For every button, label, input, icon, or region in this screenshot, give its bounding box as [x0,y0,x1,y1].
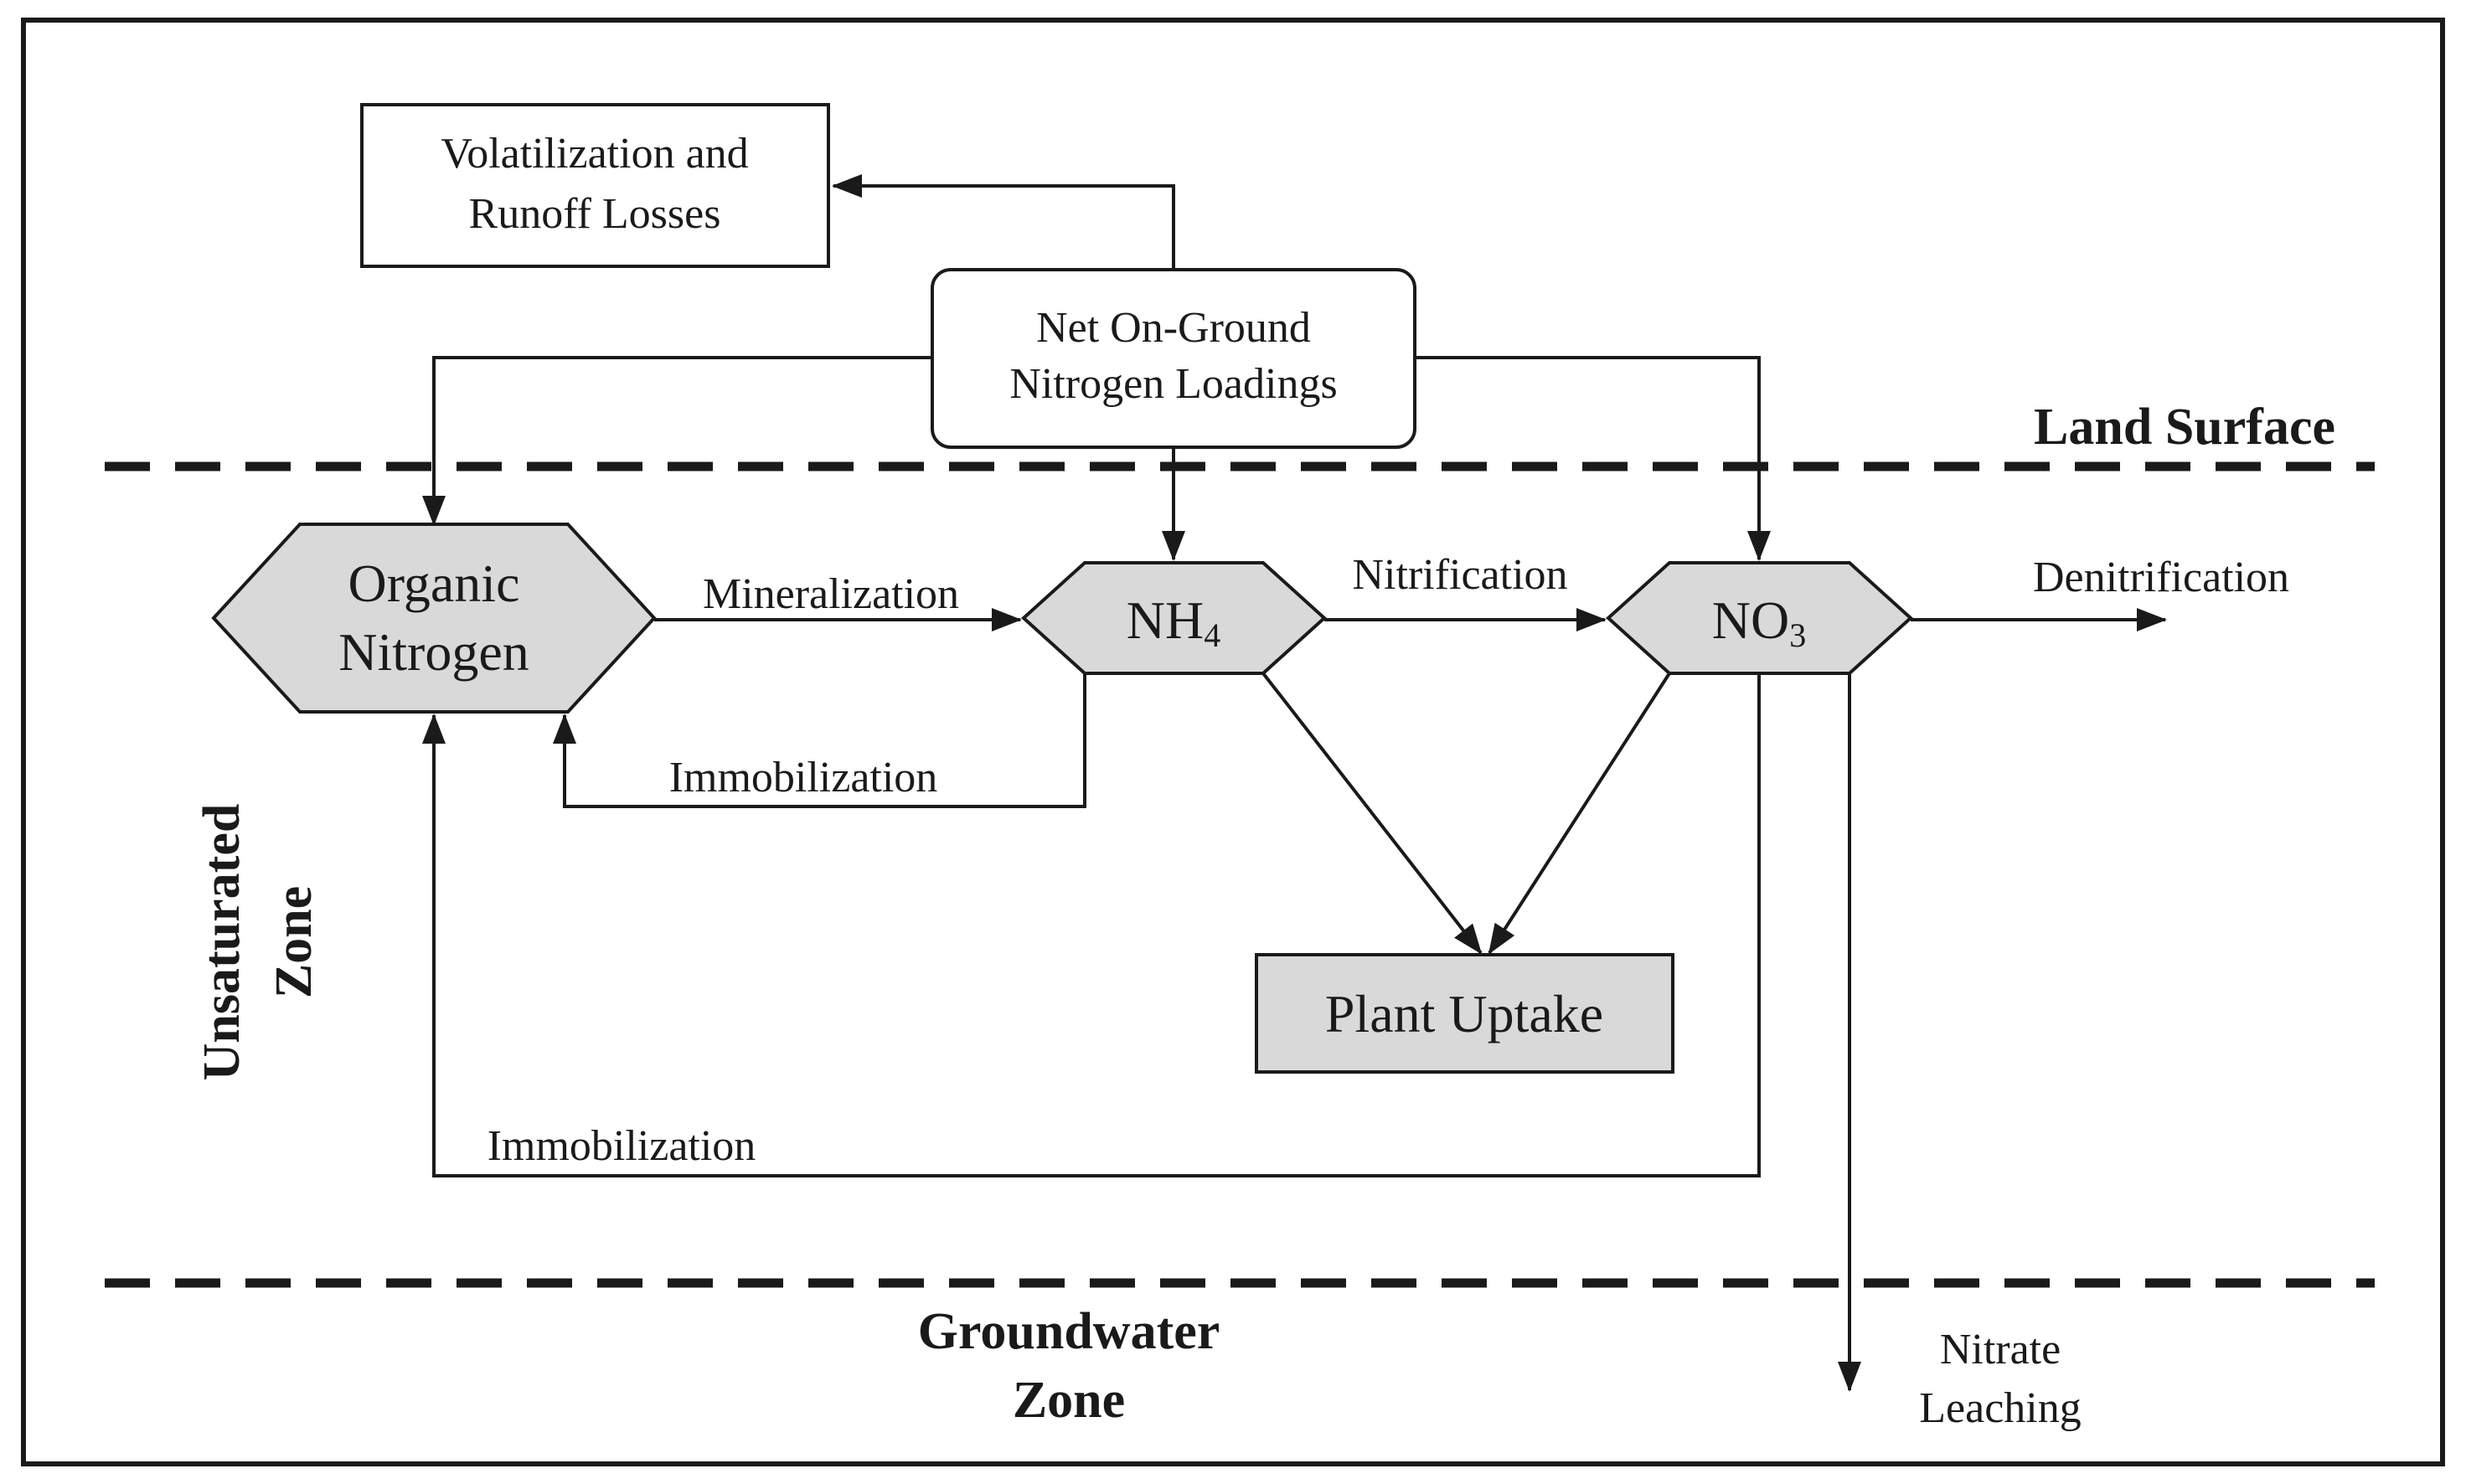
immobilization-no3-label: Immobilization [488,1122,756,1170]
nitrification-label: Nitrification [1352,551,1567,599]
plant-uptake-label: Plant Uptake [1325,984,1603,1043]
organic-nitrogen-label-line1: Organic [348,554,520,613]
nitrate-leaching-label-line1: Nitrate [1940,1326,2061,1373]
groundwater-zone-label-line2: Zone [1013,1372,1125,1429]
unsaturated-zone-label-line1: Unsaturated [193,804,250,1081]
arrow-no3-to-plant [1488,672,1671,955]
net-loadings-label-line1: Net On-Ground [1036,304,1311,352]
volatilization-label-line2: Runoff Losses [469,190,721,238]
immobilization-nh4-label: Immobilization [669,754,938,801]
land-surface-label: Land Surface [2034,399,2335,456]
no3-subscript: 3 [1789,616,1806,654]
arrow-loadings-to-no3 [1415,356,1771,561]
volatilization-label-line1: Volatilization and [441,130,748,178]
nh4-label: NH4 [1127,590,1220,654]
organic-nitrogen-node [211,523,657,714]
arrow-nh4-to-plant [1261,672,1483,955]
arrow-immobilization-no3 [422,673,1761,1177]
nitrate-leaching-label-line2: Leaching [1919,1384,2081,1432]
plant-uptake-box [1255,953,1674,1074]
mineralization-label: Mineralization [703,570,959,618]
volatilization-box [360,103,830,268]
arrow-immobilization-nh4 [553,673,1086,808]
denitrification-label: Denitrification [2033,554,2289,601]
unsaturated-zone-label: Unsaturated Zone [193,804,322,1081]
arrow-loadings-to-organic [422,356,932,526]
nh4-main-text: NH [1127,590,1204,650]
organic-nitrogen-label-line2: Nitrogen [338,622,529,682]
no3-label: NO3 [1712,590,1806,654]
no3-main-text: NO [1712,590,1789,650]
net-loadings-label-line2: Nitrogen Loadings [1009,360,1337,408]
nh4-subscript: 4 [1204,616,1220,654]
groundwater-zone-label-line1: Groundwater [918,1303,1220,1360]
arrow-to-volatilization [832,174,1175,270]
net-loadings-box [931,268,1416,449]
outer-frame [21,18,2445,1466]
unsaturated-zone-label-line2: Zone [266,886,322,998]
